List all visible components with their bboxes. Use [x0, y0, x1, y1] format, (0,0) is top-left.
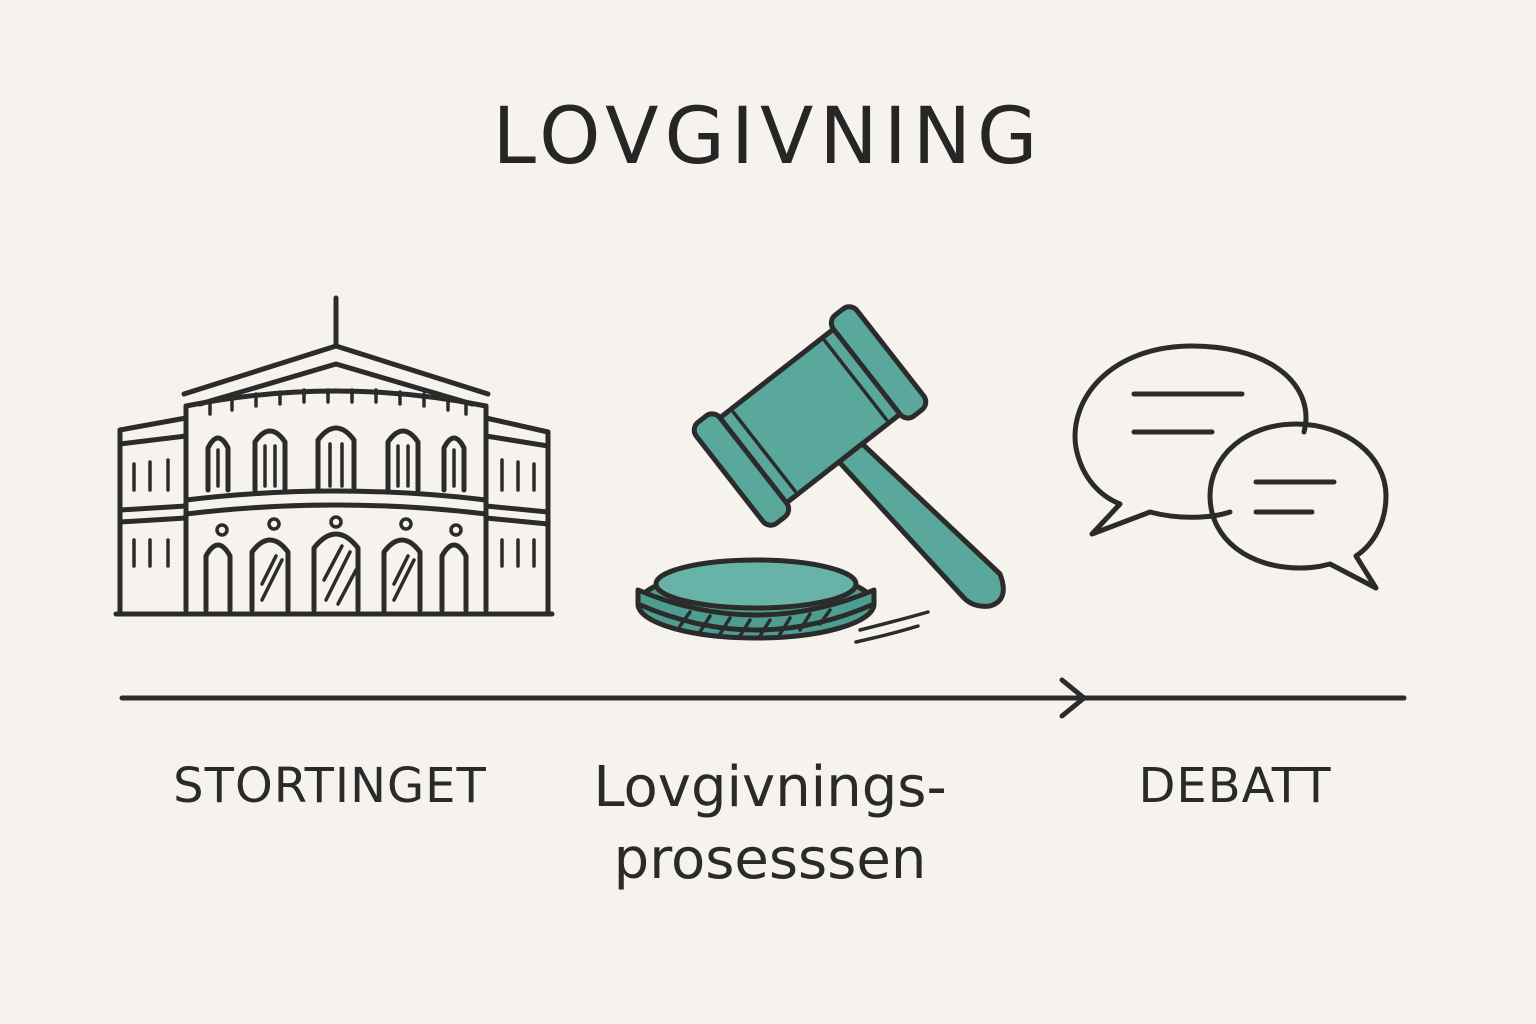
parliament-building-icon — [113, 295, 555, 617]
diagram-title: LOVGIVNING — [492, 92, 1044, 182]
step-label-stortinget: STORTINGET — [173, 758, 487, 814]
timeline-arrow — [119, 677, 1407, 719]
step-label-lovgivningsprosessen: Lovgivnings- prosesssen — [540, 752, 1000, 896]
step-label-line-2: prosesssen — [613, 827, 927, 892]
step-label-line-1: Lovgivnings- — [593, 755, 947, 820]
speech-bubbles-icon — [1072, 343, 1389, 591]
step-label-debatt: DEBATT — [1138, 758, 1332, 814]
gavel-icon — [635, 304, 1006, 644]
